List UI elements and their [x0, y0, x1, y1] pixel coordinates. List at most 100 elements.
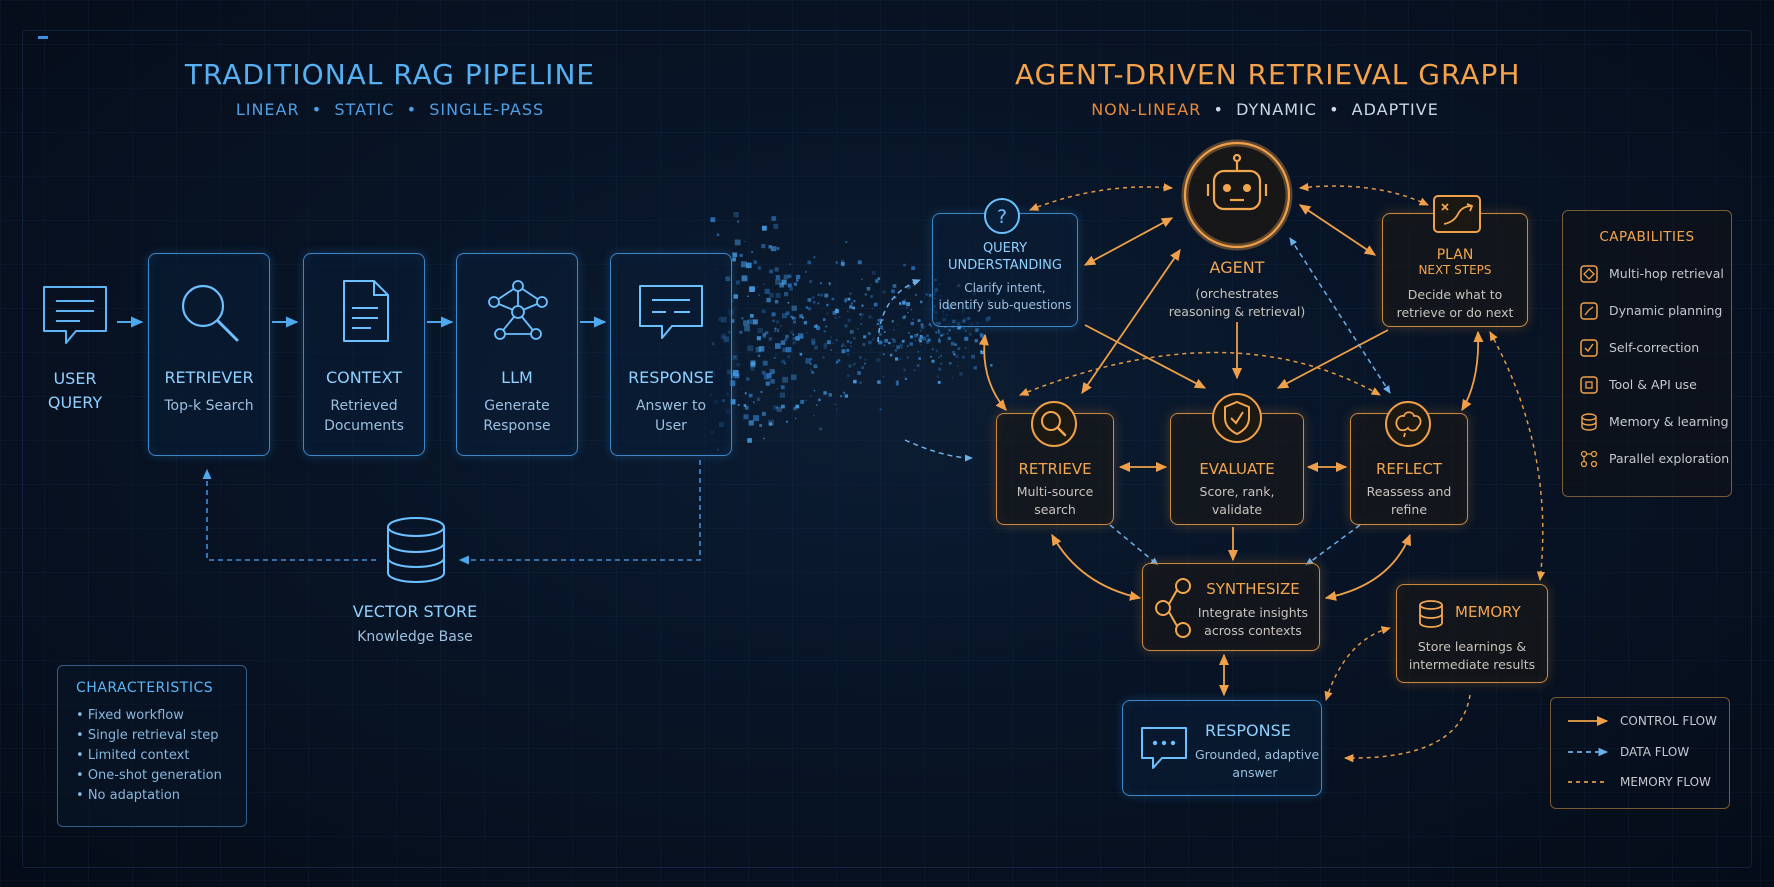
particle	[805, 306, 808, 309]
characteristics-item: • Limited context	[76, 748, 190, 763]
particle	[873, 302, 878, 307]
particle	[962, 326, 966, 330]
particle	[853, 300, 856, 303]
particle	[749, 286, 755, 292]
particle	[895, 382, 899, 386]
particle	[732, 355, 738, 361]
particle	[733, 212, 739, 218]
particle	[781, 313, 787, 319]
particle	[876, 323, 878, 326]
particle	[765, 381, 770, 386]
particle	[931, 359, 935, 363]
edge-query-agent-memory	[1029, 183, 1174, 211]
user-query-line-1: USER	[53, 369, 97, 388]
particle	[864, 358, 867, 361]
particle	[827, 340, 831, 345]
capabilities-panel: CAPABILITIES Multi-hop retrieval Dynamic…	[1562, 210, 1732, 497]
particle	[906, 302, 911, 307]
particle	[836, 359, 838, 361]
particle	[775, 293, 781, 298]
particle	[807, 298, 812, 302]
particle	[950, 341, 955, 346]
particle	[783, 274, 789, 280]
particle	[877, 322, 880, 325]
particle	[735, 373, 740, 379]
particle	[747, 345, 754, 352]
particle	[808, 307, 812, 311]
right-response-text: Grounded, adaptive answer	[1195, 746, 1319, 782]
particle	[892, 339, 896, 343]
particle	[847, 374, 850, 377]
vector-store-text: Knowledge Base	[357, 629, 473, 645]
particle	[965, 330, 967, 332]
particle	[844, 297, 848, 302]
legend-data-flow: DATA FLOW	[1620, 745, 1690, 759]
particle	[739, 253, 743, 257]
particle	[938, 356, 940, 359]
left-response-label: RESPONSE	[628, 368, 714, 387]
edge-agent-reflect	[1289, 237, 1391, 394]
particle	[768, 245, 772, 249]
edge-retrieve-synthesize-data	[1109, 524, 1159, 566]
particle	[791, 317, 794, 320]
particle	[769, 269, 773, 274]
particle	[819, 282, 822, 285]
capability-item-text: Dynamic planning	[1609, 303, 1723, 318]
particle	[912, 318, 914, 320]
particle	[902, 315, 906, 320]
particle	[743, 320, 749, 326]
particle	[877, 380, 881, 384]
particle	[741, 317, 744, 320]
particle	[818, 398, 821, 402]
particle	[947, 336, 951, 340]
particle	[729, 380, 736, 387]
reflect-text-2: refine	[1390, 502, 1428, 517]
particle	[834, 309, 839, 314]
particle	[884, 338, 888, 343]
right-subtitle-word-1: NON-LINEAR	[1091, 100, 1202, 119]
particle	[774, 267, 779, 272]
particle	[747, 319, 753, 325]
hop-icon	[1580, 265, 1598, 283]
particle	[959, 372, 963, 376]
plan-label: PLAN NEXT STEPS	[1383, 247, 1527, 277]
particle	[744, 392, 747, 395]
particle	[781, 359, 785, 364]
particle	[937, 381, 941, 384]
particle	[973, 366, 977, 370]
particle	[792, 333, 795, 336]
document-icon	[343, 280, 389, 342]
particle	[954, 343, 957, 346]
particle	[822, 318, 826, 321]
particle	[772, 319, 775, 322]
memory-text: Store learnings & intermediate results	[1397, 638, 1547, 674]
particle	[914, 334, 918, 338]
edge-query-evaluate	[1084, 324, 1207, 389]
particle	[823, 343, 828, 347]
particle	[776, 328, 780, 332]
edge-retrieve-synthesize	[1051, 533, 1142, 601]
particle	[842, 265, 844, 267]
edge-response-store	[458, 460, 701, 565]
particle	[958, 326, 962, 329]
particle	[748, 393, 753, 398]
particle	[904, 299, 906, 301]
particle	[757, 266, 762, 270]
evaluate-text-2: validate	[1211, 502, 1263, 517]
particle	[871, 317, 873, 319]
particle	[861, 278, 863, 280]
particle	[882, 353, 884, 355]
context-node: CONTEXT Retrieved Documents	[303, 253, 425, 456]
left-title: TRADITIONAL RAG PIPELINE	[184, 58, 596, 91]
particle	[849, 305, 853, 309]
particle	[847, 353, 850, 356]
particle	[733, 294, 738, 299]
particle	[918, 337, 922, 341]
particle	[913, 369, 916, 371]
particle	[948, 362, 952, 365]
particle	[789, 263, 791, 265]
particle	[903, 263, 906, 267]
particle	[962, 355, 965, 359]
particle	[899, 343, 903, 347]
